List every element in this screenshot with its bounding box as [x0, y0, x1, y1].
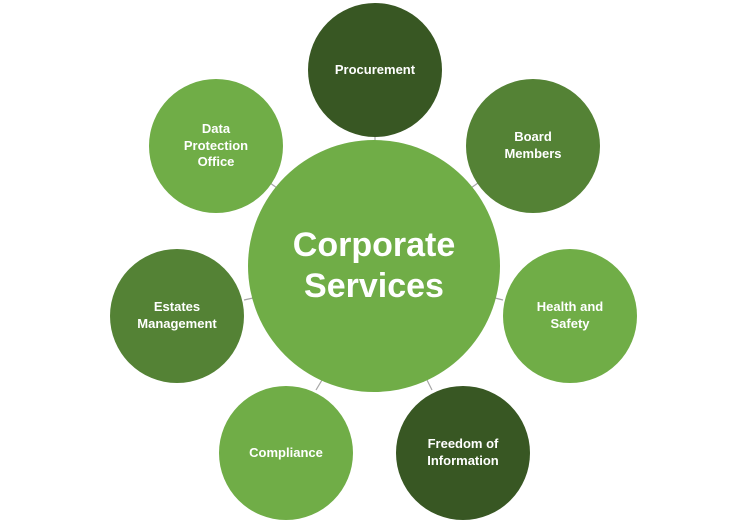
bubble-label-board-members: Board Members: [504, 129, 562, 161]
connector-freedom-of-information: [426, 379, 433, 391]
bubble-label-health-and-safety: Health and Safety: [536, 299, 604, 331]
bubble-compliance: Compliance: [219, 386, 353, 520]
bubble-label-data-protection-office: Data Protection Office: [183, 120, 249, 170]
bubble-data-protection-office: Data Protection Office: [149, 79, 283, 213]
bubble-board-members: Board Members: [466, 79, 600, 213]
bubble-health-and-safety: Health and Safety: [503, 249, 637, 383]
bubble-label-estates-management: Estates Management: [137, 299, 217, 331]
center-label: Corporate Services: [292, 226, 456, 305]
center-bubble-corporate-services: Corporate Services: [248, 140, 500, 392]
connector-health-and-safety: [494, 297, 504, 301]
bubble-label-freedom-of-information: Freedom of Information: [427, 436, 499, 468]
bubble-estates-management: Estates Management: [110, 249, 244, 383]
bubble-label-compliance: Compliance: [249, 444, 323, 460]
connector-compliance: [315, 379, 323, 391]
bubble-freedom-of-information: Freedom of Information: [396, 386, 530, 520]
bubble-label-procurement: Procurement: [334, 61, 416, 77]
bubble-procurement: Procurement: [308, 3, 442, 137]
